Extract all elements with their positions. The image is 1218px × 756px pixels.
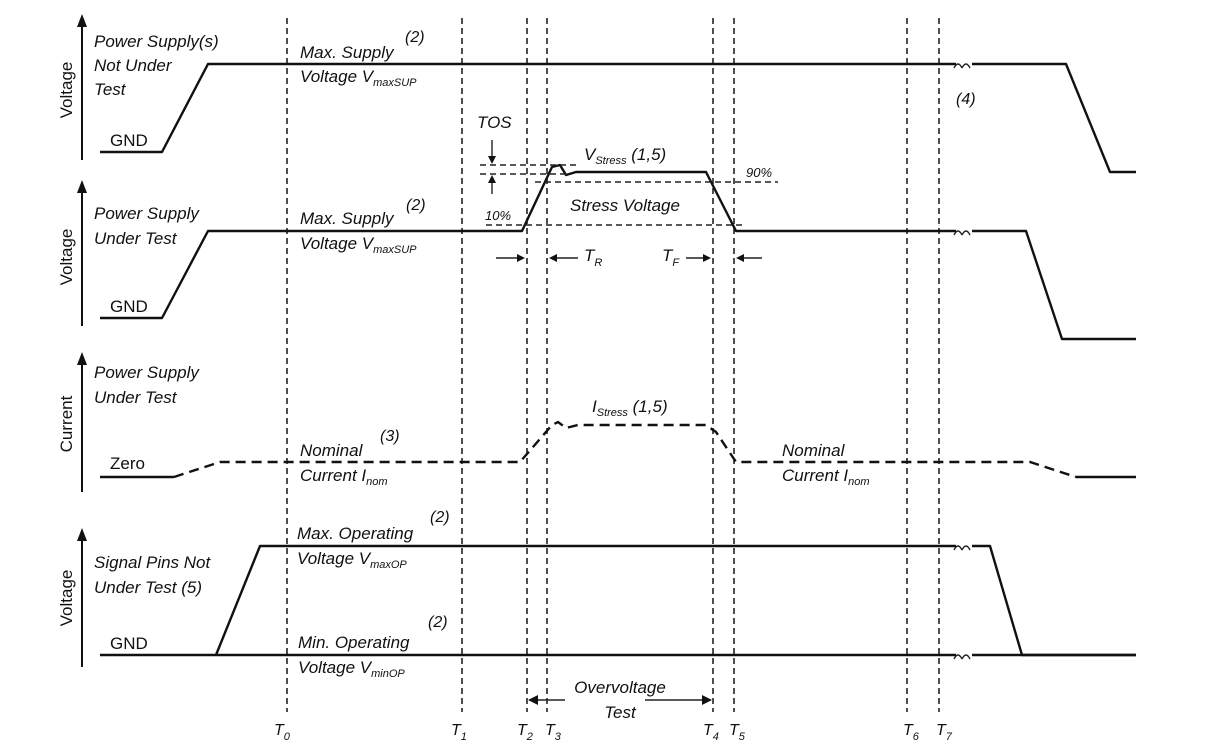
p4-gnd-label: GND (110, 634, 148, 653)
tos-label: TOS (477, 113, 512, 132)
t7-label: T7 (936, 722, 953, 743)
p3-name-line-1: Power Supply (94, 363, 200, 382)
p3-y-axis-label: Current (57, 395, 76, 452)
overvoltage-arrow-left-icon (528, 695, 538, 705)
istress-label: IStress (1,5) (592, 397, 668, 419)
p3-nominal-line-2: Current Inom (300, 466, 388, 488)
time-labels: T0 T1 T2 T3 T4 T5 T6 T7 (274, 722, 953, 743)
p3-nominal-note: (3) (380, 428, 400, 445)
panel-signal-pins: Signal Pins Not Under Test (5) GND (2) M… (94, 509, 1136, 680)
p4-y-axis-arrow-icon (77, 528, 87, 541)
overvoltage-label-line-2: Test (604, 703, 637, 722)
stress-voltage-label: Stress Voltage (570, 196, 680, 215)
p4-y-axis-label: Voltage (57, 570, 76, 627)
tr-right-arrow-icon (549, 254, 557, 262)
p4-min-note: (2) (428, 614, 448, 631)
p1-name-line-1: Power Supply(s) (94, 32, 219, 51)
p1-note: (4) (956, 91, 976, 108)
p2-level-note: (2) (406, 197, 426, 214)
p4-max-line-2: Voltage VmaxOP (297, 549, 407, 571)
tf-left-arrow-icon (703, 254, 711, 262)
panel-supply-under-test: Power Supply Under Test GND TOS VStress … (94, 113, 1136, 341)
p1-break-icon (953, 63, 971, 69)
p1-level-note: (2) (405, 29, 425, 46)
p1-level-line-1: Max. Supply (300, 43, 395, 62)
p2-level-line-2: Voltage VmaxSUP (300, 234, 417, 256)
p4-min-line-2: Voltage VminOP (298, 658, 405, 680)
tr-label: TR (584, 246, 602, 269)
p3-y-axis-arrow-icon (77, 352, 87, 365)
t0-label: T0 (274, 722, 291, 743)
p4-max-line-1: Max. Operating (297, 524, 414, 543)
p1-name-line-2: Not Under (94, 56, 173, 75)
pct-10-label: 10% (485, 208, 511, 223)
p2-level-line-1: Max. Supply (300, 209, 395, 228)
p1-gnd-label: GND (110, 131, 148, 150)
p2-gnd-label: GND (110, 297, 148, 316)
t4-label: T4 (703, 722, 719, 743)
overvoltage-arrow-right-icon (702, 695, 712, 705)
p4-name-line-1: Signal Pins Not (94, 553, 212, 572)
p3-current-dashed (173, 420, 1077, 479)
p3-nominal-right-line-1: Nominal (782, 441, 846, 460)
y-axes (77, 14, 87, 667)
p2-y-axis-arrow-icon (77, 180, 87, 193)
vstress-label: VStress (1,5) (584, 145, 666, 167)
p3-nominal-line-1: Nominal (300, 441, 364, 460)
p4-max-break-icon (953, 545, 971, 551)
p2-name-line-2: Under Test (94, 229, 178, 248)
tos-arrow-down-icon (488, 156, 496, 164)
p1-y-axis-arrow-icon (77, 14, 87, 27)
p2-name-line-1: Power Supply (94, 204, 200, 223)
t5-label: T5 (729, 722, 746, 743)
p4-name-line-2: Under Test (5) (94, 578, 202, 597)
p4-max-note: (2) (430, 509, 450, 526)
p1-level-line-2: Voltage VmaxSUP (300, 67, 417, 89)
panel-supply-not-under-test: Power Supply(s) Not Under Test GND (2) M… (94, 29, 1136, 174)
p2-break-icon (953, 230, 971, 236)
t6-label: T6 (903, 722, 920, 743)
pct-90-label: 90% (746, 165, 772, 180)
t2-label: T2 (517, 722, 533, 743)
overvoltage-test-span: Overvoltage Test (528, 678, 712, 722)
tos-arrow-up-icon (488, 175, 496, 183)
p3-nominal-right-line-2: Current Inom (782, 466, 870, 488)
p4-max-waveform-left (100, 544, 956, 657)
p2-y-axis-label: Voltage (57, 229, 76, 286)
tf-label: TF (662, 246, 680, 269)
p4-max-waveform-right (972, 544, 1136, 657)
p1-name-line-3: Test (94, 80, 127, 99)
overvoltage-label-line-1: Overvoltage (574, 678, 666, 697)
time-markers (286, 18, 940, 712)
p2-waveform-left (100, 163, 956, 320)
p3-zero-label: Zero (110, 454, 145, 473)
p3-name-line-2: Under Test (94, 388, 178, 407)
t1-label: T1 (451, 722, 467, 743)
p4-min-break-icon (953, 654, 971, 660)
p4-min-line-1: Min. Operating (298, 633, 410, 652)
t3-label: T3 (545, 722, 562, 743)
p2-waveform-right (972, 229, 1136, 341)
p1-waveform-left (100, 62, 956, 154)
tr-left-arrow-icon (517, 254, 525, 262)
panel-current: Power Supply Under Test Zero IStress (1,… (94, 363, 1136, 488)
p1-y-axis-label: Voltage (57, 62, 76, 119)
p1-waveform-right (972, 62, 1136, 174)
tf-right-arrow-icon (736, 254, 744, 262)
